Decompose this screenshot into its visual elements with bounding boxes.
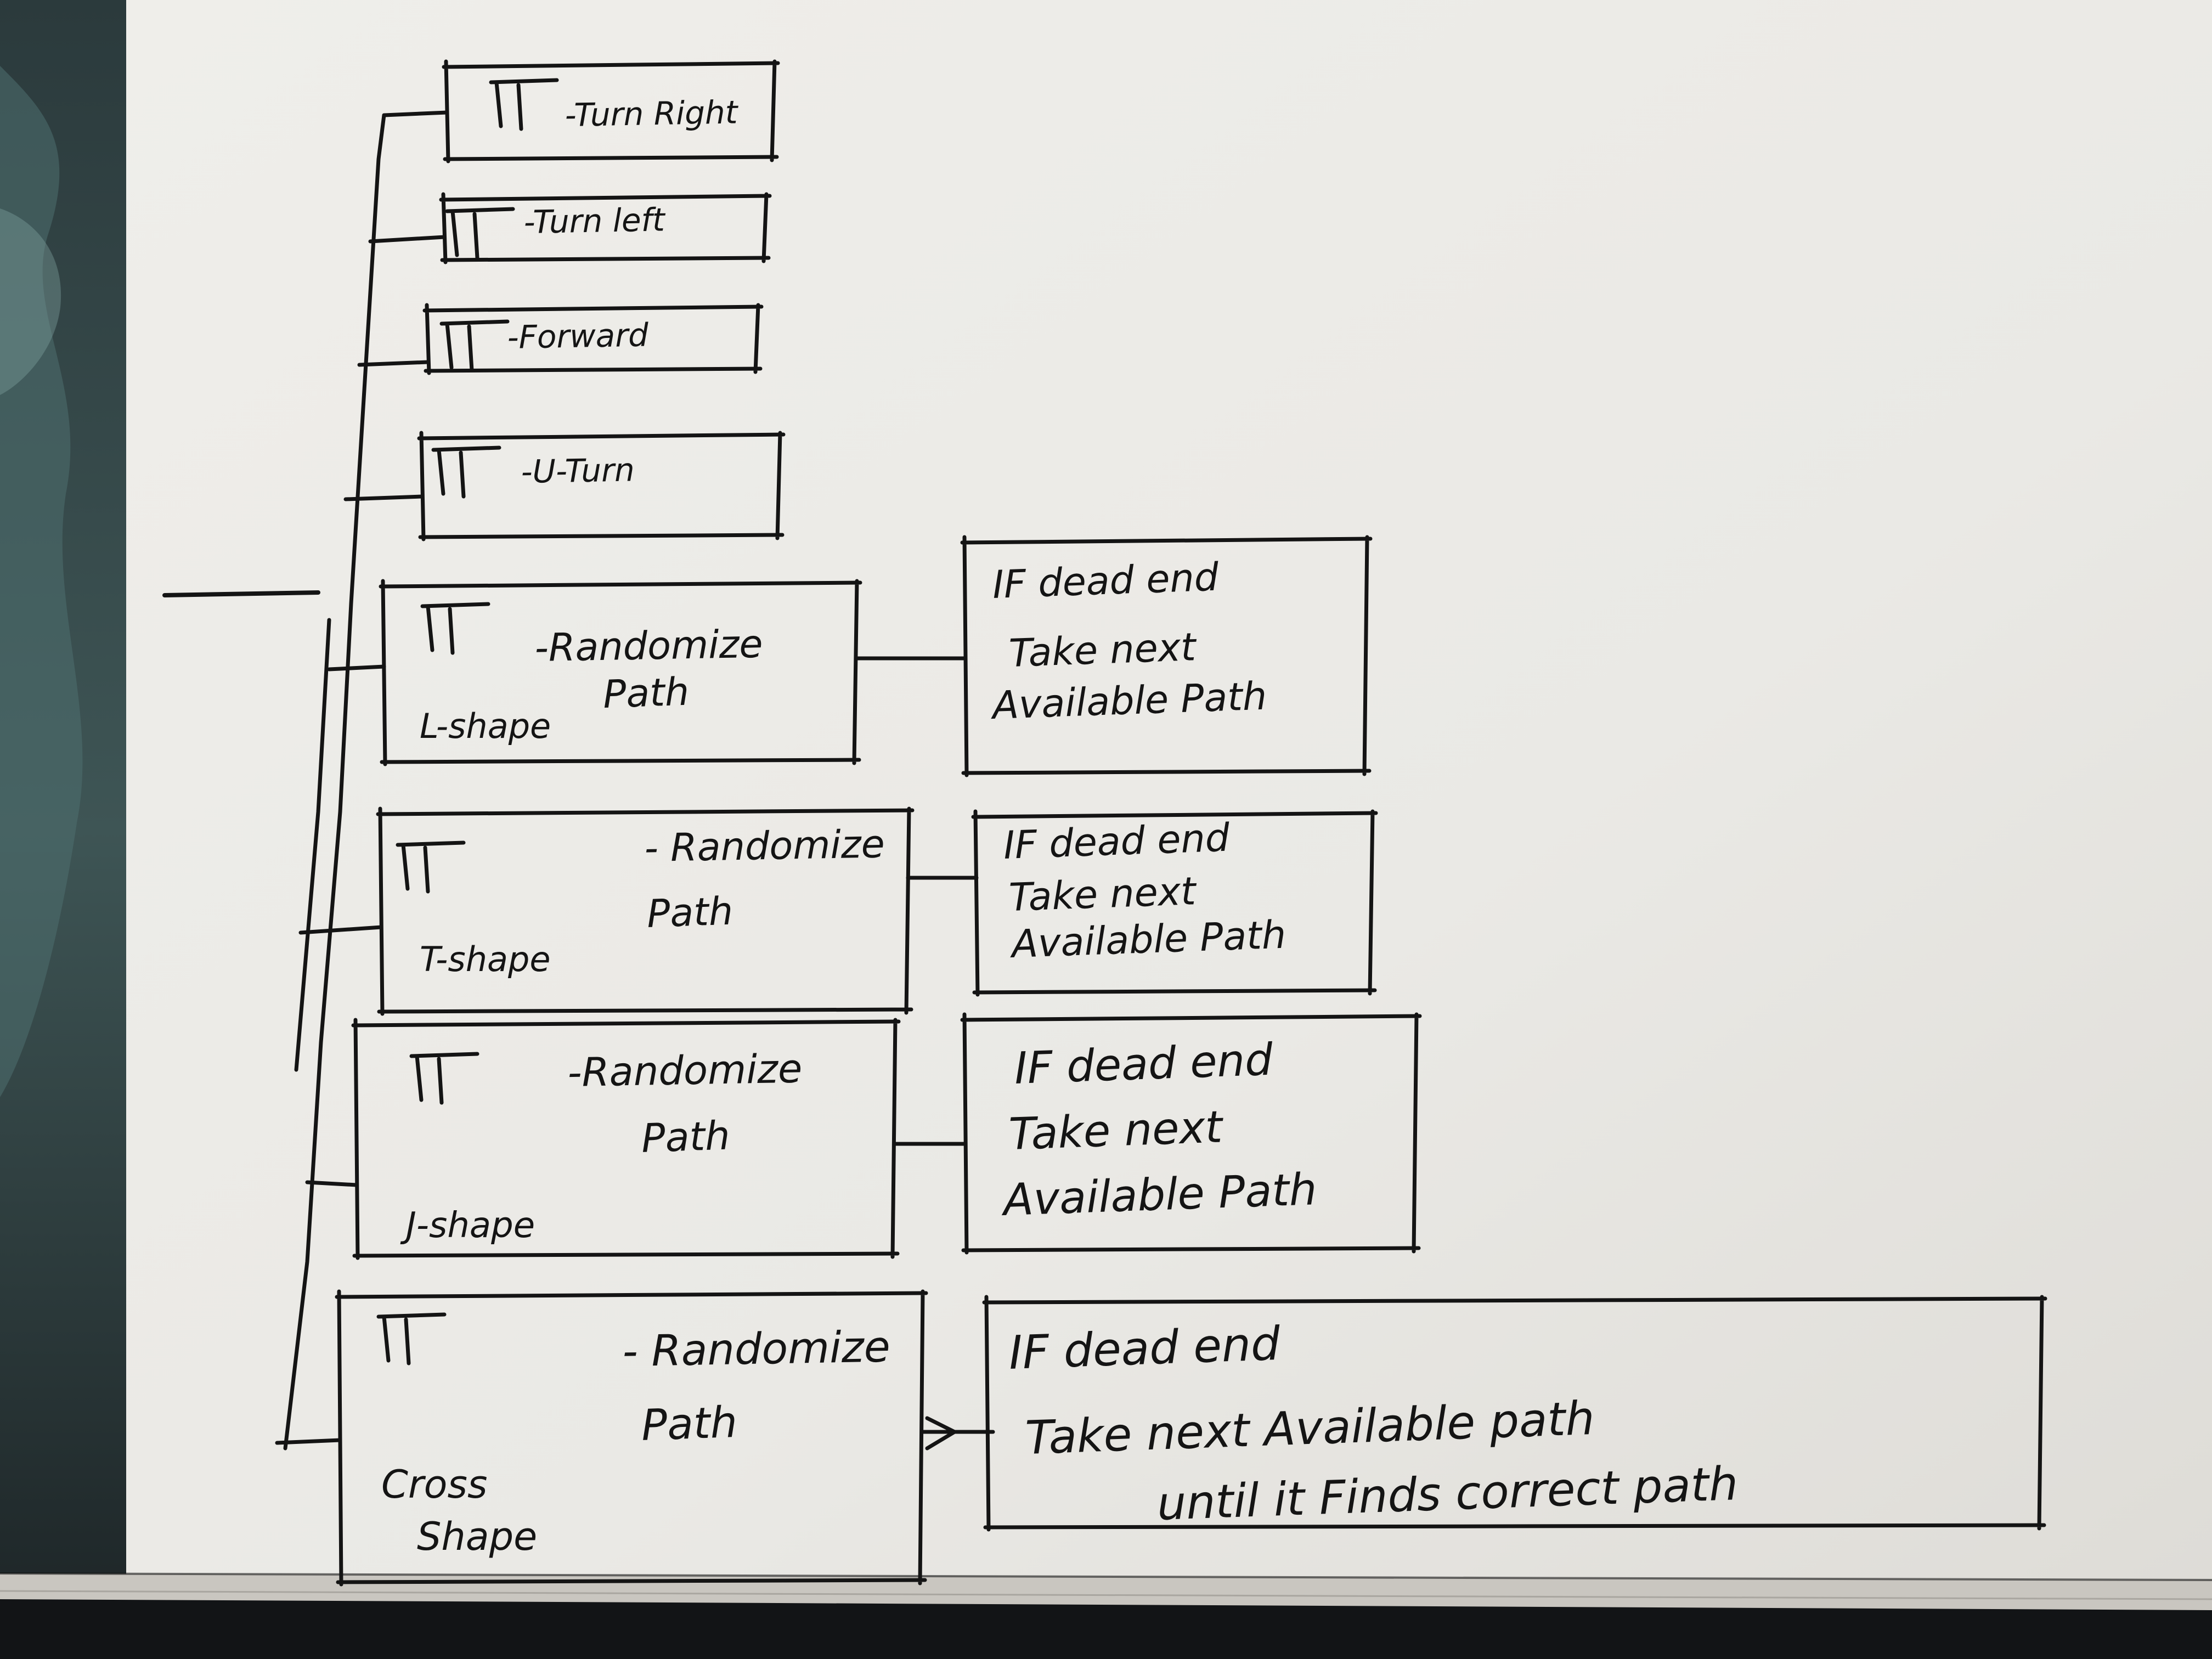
box-outline <box>442 59 780 163</box>
background-artwork <box>0 66 83 1097</box>
symbol-stroke <box>431 445 501 499</box>
box-label: -Randomize <box>534 622 763 670</box>
branch-connector <box>357 360 430 367</box>
box-label: -Randomize <box>567 1046 803 1096</box>
note-text: Take next <box>1008 1101 1224 1160</box>
symbol-stroke <box>396 840 466 894</box>
branch-connector <box>343 494 425 501</box>
root-connector <box>162 590 320 597</box>
turn-left-symbol <box>445 207 515 260</box>
branch-connector <box>298 925 383 935</box>
u-turn-symbol <box>431 445 501 499</box>
box-outline <box>422 303 764 375</box>
note-text: Available Path <box>990 674 1268 729</box>
shape-name: T-shape <box>420 939 551 979</box>
paper-sheet <box>126 0 2212 1585</box>
box-outline <box>417 431 786 541</box>
flow-row: -Forward <box>422 303 764 375</box>
box-outline <box>439 192 772 264</box>
note-text: IF dead end <box>1013 1034 1274 1094</box>
branch-connector <box>275 1438 342 1445</box>
j-shape-symbol <box>409 1052 479 1105</box>
spine-line <box>283 113 386 1451</box>
note-box-outline <box>971 809 1378 997</box>
box-outline <box>351 1018 901 1260</box>
note-box-outline <box>960 535 1373 777</box>
branch-connector <box>327 664 386 672</box>
box-label: -U-Turn <box>521 451 635 490</box>
l-shape-symbol <box>420 602 490 655</box>
shape-name: J-shape <box>400 1205 535 1246</box>
box-label: - Randomize <box>622 1322 891 1376</box>
symbol-stroke <box>420 602 490 655</box>
branch-connector <box>368 235 447 244</box>
box-label: -Turn Right <box>565 93 739 134</box>
shape-name: L-shape <box>420 706 551 746</box>
t-shape-symbol <box>396 840 466 894</box>
flow-row: -Turn Right <box>442 59 780 163</box>
shape-name-2: Shape <box>417 1514 537 1559</box>
arrow-head <box>925 1416 957 1451</box>
box-label-path: Path <box>646 889 734 936</box>
box-label-path: Path <box>641 1112 731 1161</box>
note-text: Available Path <box>1000 1164 1317 1226</box>
note-text: IF dead end <box>1003 815 1231 868</box>
note-text: Take next <box>1008 624 1198 676</box>
note-text: IF dead end <box>1008 1317 1281 1380</box>
shape-name: Cross <box>381 1462 487 1507</box>
box-label: -Forward <box>507 316 650 356</box>
box-outline <box>376 806 915 1016</box>
note-box-outline <box>982 1295 2047 1532</box>
symbol-stroke <box>445 207 515 260</box>
box-label-path: Path <box>641 1398 738 1451</box>
symbol-stroke <box>409 1052 479 1105</box>
symbol-stroke <box>439 319 510 373</box>
box-label: -Turn left <box>523 201 666 241</box>
box-label: - Randomize <box>644 821 885 871</box>
flow-row: -U-Turn <box>417 431 786 541</box>
cross-shape-symbol <box>376 1312 447 1365</box>
branch-connector <box>382 110 449 117</box>
note-text: Take next <box>1008 868 1198 920</box>
note-box-outline <box>960 1012 1422 1255</box>
box-outline <box>379 579 862 766</box>
branch-connector <box>305 1180 359 1187</box>
box-outline <box>335 1289 928 1587</box>
note-text: Available Path <box>1009 912 1287 967</box>
turn-right-symbol <box>489 78 559 131</box>
background-artwork-accent <box>0 208 61 395</box>
symbol-stroke <box>376 1312 447 1365</box>
flow-row: -Turn left <box>439 192 772 264</box>
note-text: IF dead end <box>992 555 1220 607</box>
box-label-path: Path <box>602 669 690 717</box>
forward-symbol <box>439 319 510 373</box>
symbol-stroke <box>489 78 559 131</box>
spine-line-2 <box>294 618 331 1072</box>
